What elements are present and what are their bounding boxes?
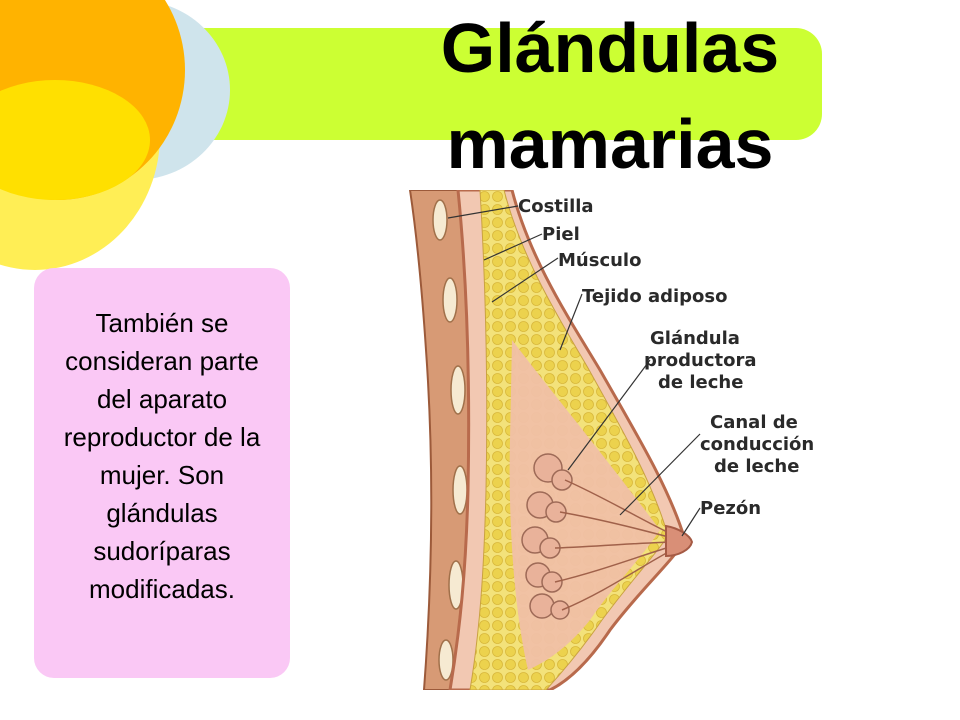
label-glandula-3: de leche [658, 372, 743, 393]
label-tejido-adiposo: Tejido adiposo [582, 286, 728, 307]
slide-title: Glándulas mamarias [380, 0, 840, 192]
label-glandula-1: Glándula [650, 328, 740, 349]
label-musculo: Músculo [558, 250, 641, 271]
breast-anatomy-diagram: Costilla Piel Músculo Tejido adiposo Glá… [408, 190, 814, 690]
label-costilla: Costilla [518, 196, 594, 217]
label-piel: Piel [542, 224, 580, 245]
label-canal-1: Canal de [710, 412, 798, 433]
milk-lobules [521, 453, 573, 620]
decorative-circle-inner [0, 80, 150, 200]
ribs [432, 199, 468, 681]
label-glandula-2: productora [644, 350, 757, 371]
label-canal-2: conducción [700, 434, 814, 455]
title-line-2: mamarias [446, 105, 774, 183]
label-canal-3: de leche [714, 456, 799, 477]
leader-lines [447, 205, 701, 537]
title-line-1: Glándulas [440, 9, 780, 87]
nipple [665, 524, 694, 558]
label-pezon: Pezón [700, 498, 761, 519]
description-box: También se consideran parte del aparato … [34, 268, 290, 678]
title-banner [150, 28, 822, 140]
description-text: También se consideran parte del aparato … [63, 308, 261, 604]
